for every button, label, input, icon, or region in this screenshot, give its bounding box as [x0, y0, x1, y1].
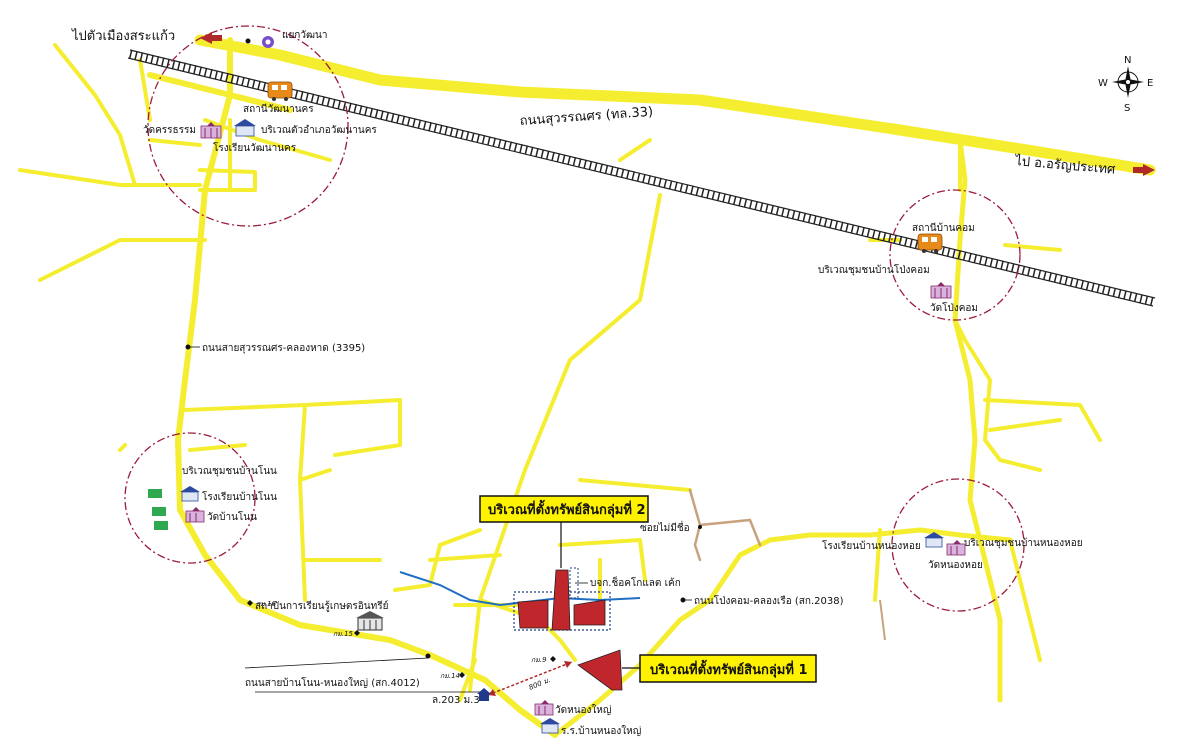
nong-hoi-community-label: บริเวณชุมชนบ้านหนองหอย [964, 537, 1083, 549]
to-sakaeo-label: ไปตัวเมืองสระแก้ว [71, 28, 175, 44]
parcel-group-2-callout: บริเวณที่ตั้งทรัพย์สินกลุ่มที่ 2 [479, 495, 649, 568]
parcel-group-2-shapes [513, 567, 611, 631]
arrow-to-sakaeo-icon [200, 32, 212, 44]
ban-khom-station-label: สถานีบ้านคอม [912, 222, 975, 234]
pong-khom-circle [889, 189, 1021, 321]
temple-icon [930, 282, 952, 299]
railway [127, 49, 1156, 307]
ban-non-community-label: บริเวณชุมชนบ้านโนน [182, 464, 277, 477]
compass-w: W [1098, 78, 1108, 89]
km16-marker: กม.16 [247, 600, 277, 608]
road-3395-label: ถนนสายสุวรรณศร-คลองหาด (3395) [202, 343, 365, 354]
ban-non-circle [124, 432, 256, 564]
wat-khanthamma-label: วัดครรธรรม [143, 125, 196, 136]
village-203-label: ล.203 ม.3 [432, 695, 480, 706]
farmer-institute-label: สถาบันการเรียนรู้เกษตรอินทรีย์ [255, 600, 388, 612]
nong-hoi-circle [891, 478, 1025, 612]
parcel-group-1-callout: บริเวณที่ตั้งทรัพย์สินกลุ่มที่ 1 [622, 654, 817, 683]
nong-yai-school-label: ร.ร.บ้านหนองใหญ่ [561, 725, 641, 737]
pong-khom-community-label: บริเวณชุมชนบ้านโป่งคอม [818, 263, 930, 276]
compass-e: E [1147, 78, 1153, 89]
district-area-label: บริเวณตัวอำเภอวัฒนานคร [261, 125, 377, 136]
district-area-circle [147, 25, 349, 227]
parcel-group-1-label: บริเวณที่ตั้งทรัพย์สินกลุ่มที่ 1 [650, 659, 808, 678]
junction-icon [262, 36, 274, 48]
km9-marker: กม.9 [531, 656, 556, 664]
minor-path-brown [879, 599, 886, 641]
suwannason-road-label: ถนนสุวรรณศร (ทล.33) [519, 105, 653, 129]
parcel-group-1-shape [577, 649, 623, 691]
area-circles [124, 25, 1025, 612]
watthana-junction: แยกวัฒนา [245, 30, 327, 48]
temple-icon [946, 540, 966, 556]
school-icon [180, 486, 200, 502]
km9-label: กม.9 [531, 656, 547, 664]
temple-icon [200, 122, 222, 139]
wat-nong-yai-label: วัดหนองใหญ่ [555, 704, 611, 716]
ban-non-school-label: โรงเรียนบ้านโนน [202, 490, 277, 503]
ban-nong-hoi-school-label: โรงเรียนบ้านหนองหอย [822, 539, 921, 552]
school-icon [924, 532, 944, 548]
wat-nong-hoi-label: วัดหนองหอย [928, 560, 983, 571]
train-icon [917, 233, 943, 253]
arrow-to-aranya-icon [1143, 164, 1155, 176]
parcel-group-2-label: บริเวณที่ตั้งทรัพย์สินกลุ่มที่ 2 [488, 499, 646, 518]
school-icon [356, 611, 384, 631]
km16-label: กม.16 [256, 600, 277, 608]
compass-s: S [1124, 103, 1130, 114]
wat-ban-non-label: วัดบ้านโนน [207, 510, 257, 523]
compass-n: N [1124, 55, 1131, 66]
watthana-station-label: สถานีวัฒนานคร [243, 103, 314, 115]
road-2038-label: ถนนโป่งคอม-คลองเรือ (สก.2038) [694, 594, 844, 607]
watthana-junction-label: แยกวัฒนา [282, 30, 327, 41]
km15-marker: กม.15 [333, 630, 360, 638]
wat-pong-khom-label: วัดโป่งคอม [930, 301, 978, 314]
temple-icon [185, 507, 205, 523]
road-4012-label: ถนนสายบ้านโนน-หนองใหญ่ (สก.4012) [245, 676, 420, 689]
temple-icon [534, 700, 554, 716]
school-icon [234, 119, 256, 137]
soi-road [688, 488, 762, 562]
house-icon [148, 489, 168, 530]
soi-label: ซอยไม่มีชื่อ [640, 520, 690, 534]
house-icon [477, 688, 491, 701]
km14-marker: กม.14 [440, 672, 465, 680]
compass-icon: N S E W [1098, 55, 1153, 114]
train-icon [267, 81, 293, 101]
km14-label: กม.14 [440, 672, 460, 680]
main-roads [147, 34, 1156, 738]
km15-label: กม.15 [333, 630, 354, 638]
watthana-school-label: โรงเรียนวัฒนานคร [213, 141, 297, 154]
chocolate-company-label: บจก.ช็อคโกแลต เค้ก [590, 575, 681, 589]
minor-roads [18, 43, 1102, 702]
school-icon [540, 718, 560, 734]
stream [399, 571, 641, 607]
